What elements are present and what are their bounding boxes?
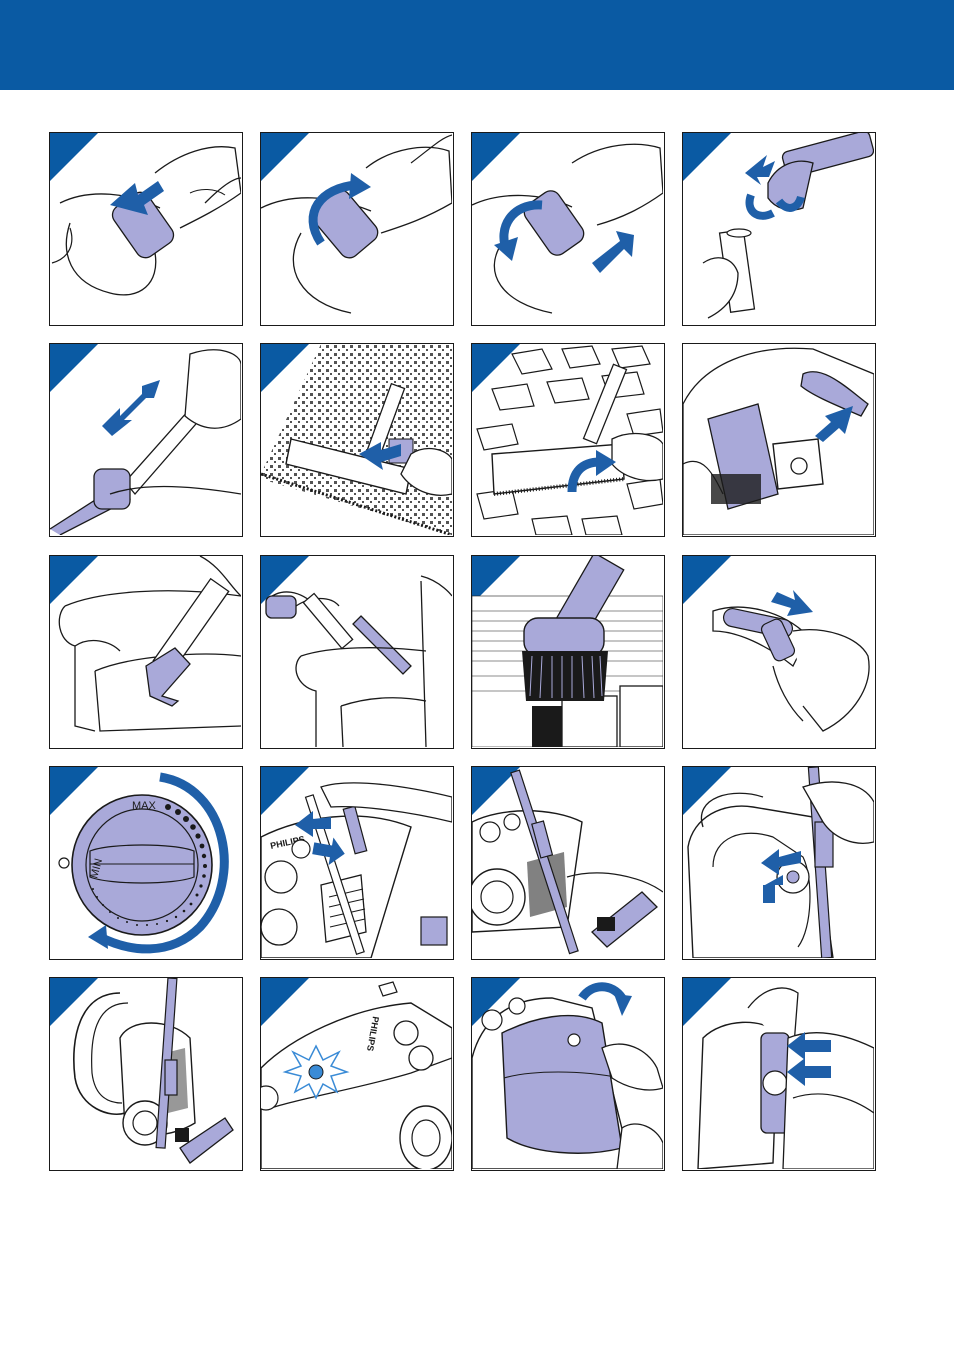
- open-cover-icon: [472, 978, 663, 1169]
- replace-bag-icon: [683, 978, 874, 1169]
- hose-remove-icon: [472, 133, 663, 324]
- telescopic-tube-icon: [50, 344, 241, 535]
- sofa-tube-icon: [261, 556, 452, 747]
- panel-tube-connect: [682, 132, 876, 326]
- hard-floor-nozzle-icon: [472, 344, 663, 535]
- suction-slider-icon: [683, 556, 874, 747]
- panel-side-park: [682, 766, 876, 960]
- panel-hard-floor-nozzle: [471, 343, 665, 537]
- panel-parked-upright: [471, 766, 665, 960]
- panel-dusting-brush: [471, 555, 665, 749]
- hose-twist-icon: [261, 133, 452, 324]
- sofa-crevice-icon: [50, 556, 241, 747]
- panel-carpet-nozzle: [260, 343, 454, 537]
- panel-hose-remove: [471, 132, 665, 326]
- side-park-icon: [683, 767, 874, 958]
- panel-power-dial: MAX MIN: [49, 766, 243, 960]
- accessory-storage-icon: [683, 344, 874, 535]
- panel-accessory-storage: [682, 343, 876, 537]
- panel-open-cover: [471, 977, 665, 1171]
- panel-stored-upright: [49, 977, 243, 1171]
- panel-hose-twist: [260, 132, 454, 326]
- panel-sofa-crevice: [49, 555, 243, 749]
- panel-suction-slider: [682, 555, 876, 749]
- panel-tube-park: PHILIPS: [260, 766, 454, 960]
- parked-upright-icon: [472, 767, 663, 958]
- hose-insert-icon: [50, 133, 241, 324]
- header-band: [0, 0, 954, 90]
- stored-upright-icon: [50, 978, 241, 1169]
- power-dial-icon: MAX MIN: [50, 767, 241, 958]
- carpet-nozzle-icon: [261, 344, 452, 535]
- tube-park-icon: PHILIPS: [261, 767, 452, 958]
- panel-bag-indicator: PHILIPS: [260, 977, 454, 1171]
- dusting-brush-icon: [472, 556, 663, 747]
- dial-max-label: MAX: [132, 800, 157, 812]
- bag-indicator-icon: PHILIPS: [261, 978, 452, 1169]
- panel-hose-insert: [49, 132, 243, 326]
- panel-sofa-tube: [260, 555, 454, 749]
- panel-replace-bag: [682, 977, 876, 1171]
- panel-telescopic-tube: [49, 343, 243, 537]
- tube-connect-icon: [683, 133, 874, 324]
